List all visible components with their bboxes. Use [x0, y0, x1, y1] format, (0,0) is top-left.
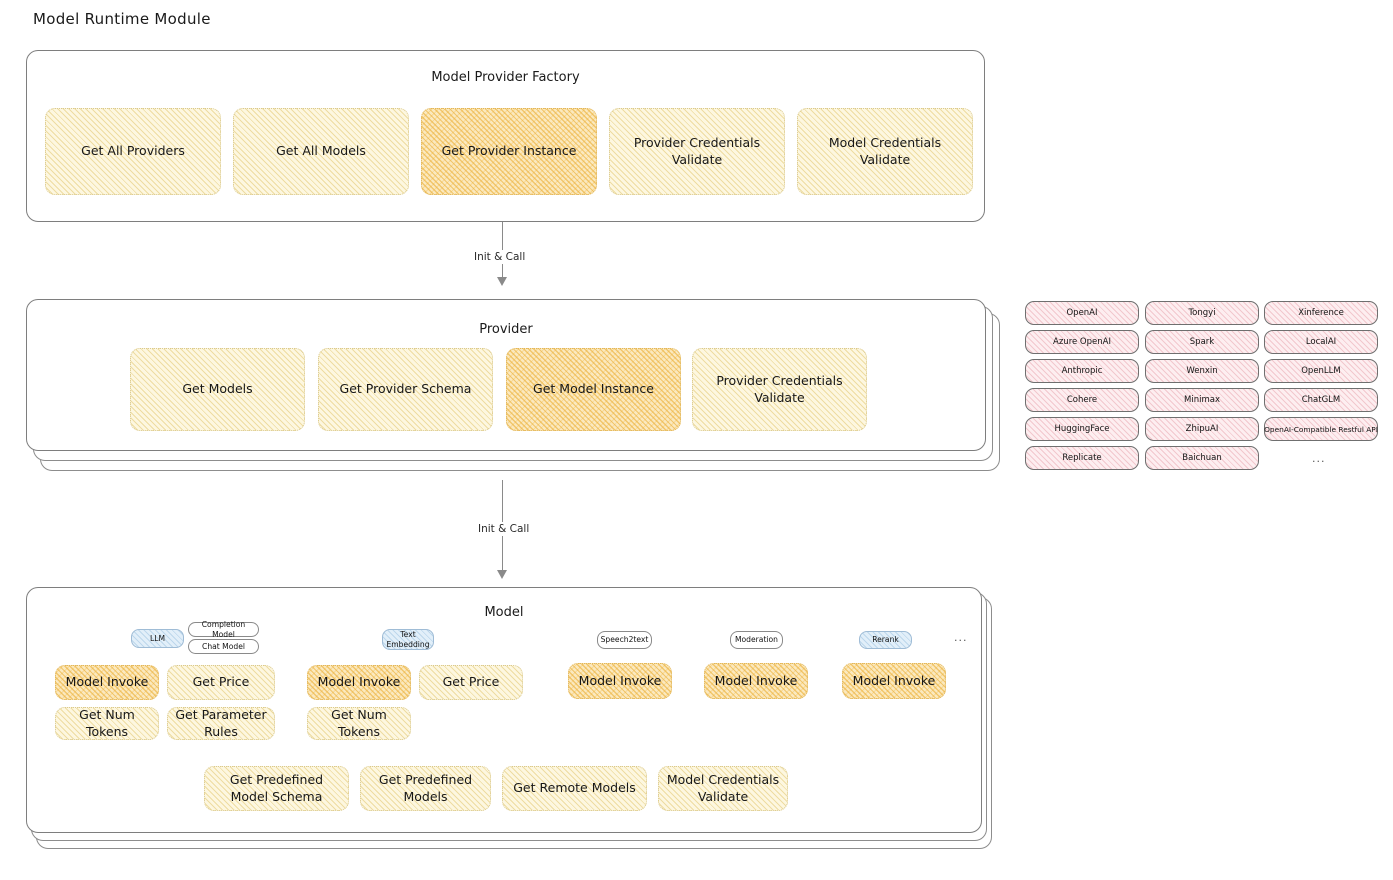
page-title: Model Runtime Module [33, 10, 211, 28]
provider-tag-huggingface[interactable]: HuggingFace [1025, 417, 1139, 441]
model-badge-llm[interactable]: LLM [131, 629, 184, 648]
model-provider-factory-title: Model Provider Factory [431, 70, 580, 85]
model-box-text-embedding-model-invoke[interactable]: Model Invoke [307, 665, 411, 700]
model-badge-speech2text[interactable]: Speech2text [597, 631, 652, 649]
model-box-get-remote-models[interactable]: Get Remote Models [502, 766, 647, 811]
factory-box-get-all-providers[interactable]: Get All Providers [45, 108, 221, 195]
provider-tag-azure-openai[interactable]: Azure OpenAI [1025, 330, 1139, 354]
provider-tag-zhipuai[interactable]: ZhipuAI [1145, 417, 1259, 441]
provider-tag-baichuan[interactable]: Baichuan [1145, 446, 1259, 470]
model-badge-text-embedding[interactable]: Text Embedding [382, 629, 434, 650]
provider-tag-wenxin[interactable]: Wenxin [1145, 359, 1259, 383]
provider-title: Provider [479, 322, 533, 337]
factory-box-model-credentials-validate[interactable]: Model Credentials Validate [797, 108, 973, 195]
provider-tag-spark[interactable]: Spark [1145, 330, 1259, 354]
model-box-speech2text-model-invoke[interactable]: Model Invoke [568, 663, 672, 699]
arrow-factory-to-provider-label: Init & Call [470, 250, 530, 264]
provider-tag-openllm[interactable]: OpenLLM [1264, 359, 1378, 383]
model-box-llm-model-invoke[interactable]: Model Invoke [55, 665, 159, 700]
model-box-model-credentials-validate[interactable]: Model Credentials Validate [658, 766, 788, 811]
provider-tag-openai[interactable]: OpenAI [1025, 301, 1139, 325]
provider-tag-xinference[interactable]: Xinference [1264, 301, 1378, 325]
model-box-llm-get-price[interactable]: Get Price [167, 665, 275, 700]
provider-card: Provider Get Models Get Provider Schema … [26, 299, 986, 451]
model-sub-badge-chat-model[interactable]: Chat Model [188, 639, 259, 654]
model-box-llm-get-num-tokens[interactable]: Get Num Tokens [55, 707, 159, 740]
provider-tag-replicate[interactable]: Replicate [1025, 446, 1139, 470]
model-box-rerank-model-invoke[interactable]: Model Invoke [842, 663, 946, 699]
model-sub-badge-completion-model[interactable]: Completion Model [188, 620, 259, 639]
model-box-get-predefined-model-schema[interactable]: Get Predefined Model Schema [204, 766, 349, 811]
model-badge-moderation[interactable]: Moderation [730, 631, 783, 649]
arrow-provider-to-model-head [497, 570, 507, 579]
provider-tag-tongyi[interactable]: Tongyi [1145, 301, 1259, 325]
arrow-provider-to-model-label: Init & Call [474, 522, 534, 536]
provider-box-provider-credentials-validate[interactable]: Provider Credentials Validate [692, 348, 867, 431]
model-provider-factory-card: Model Provider Factory Get All Providers… [26, 50, 985, 222]
model-box-text-embedding-get-price[interactable]: Get Price [419, 665, 523, 700]
model-card: Model LLM Completion Model Chat Model Mo… [26, 587, 982, 833]
factory-box-provider-credentials-validate[interactable]: Provider Credentials Validate [609, 108, 785, 195]
arrow-factory-to-provider-head [497, 277, 507, 286]
provider-tag-minimax[interactable]: Minimax [1145, 388, 1259, 412]
factory-box-get-provider-instance[interactable]: Get Provider Instance [421, 108, 597, 195]
provider-tag-localai[interactable]: LocalAI [1264, 330, 1378, 354]
model-badge-rerank[interactable]: Rerank [859, 631, 912, 649]
model-columns-ellipsis: ... [954, 631, 968, 644]
provider-tag-anthropic[interactable]: Anthropic [1025, 359, 1139, 383]
provider-tag-openai-compatible-restful-api[interactable]: OpenAI-Compatible Restful API [1264, 417, 1378, 441]
provider-box-get-models[interactable]: Get Models [130, 348, 305, 431]
model-title: Model [484, 605, 524, 620]
provider-box-get-provider-schema[interactable]: Get Provider Schema [318, 348, 493, 431]
model-box-moderation-model-invoke[interactable]: Model Invoke [704, 663, 808, 699]
provider-box-get-model-instance[interactable]: Get Model Instance [506, 348, 681, 431]
provider-tag-ellipsis: ... [1312, 452, 1326, 465]
factory-box-get-all-models[interactable]: Get All Models [233, 108, 409, 195]
model-box-llm-get-parameter-rules[interactable]: Get Parameter Rules [167, 707, 275, 740]
model-box-get-predefined-models[interactable]: Get Predefined Models [360, 766, 491, 811]
provider-tag-cohere[interactable]: Cohere [1025, 388, 1139, 412]
model-box-text-embedding-get-num-tokens[interactable]: Get Num Tokens [307, 707, 411, 740]
provider-tag-chatglm[interactable]: ChatGLM [1264, 388, 1378, 412]
